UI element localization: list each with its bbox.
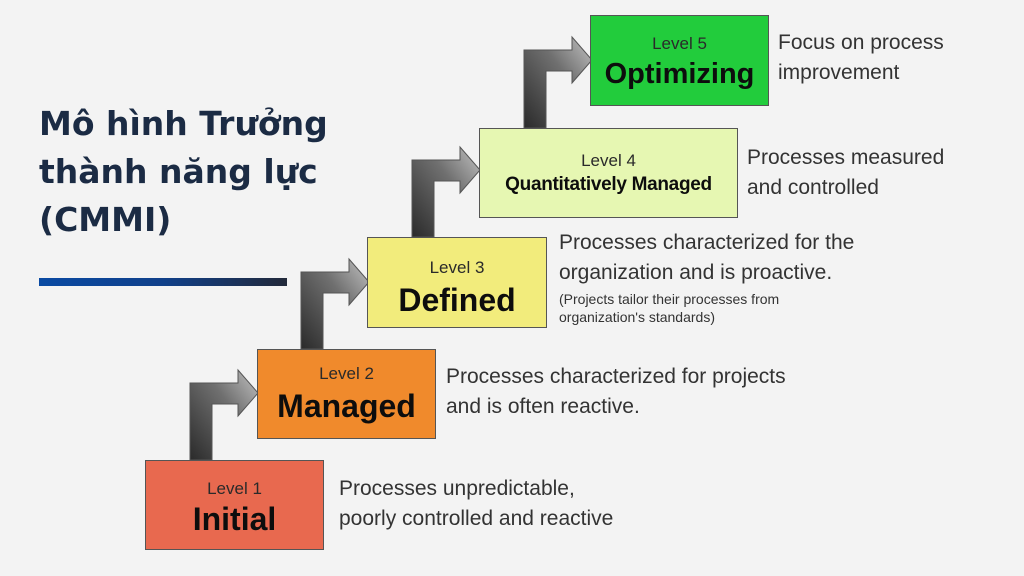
level-5-label: Level 5 (652, 34, 707, 53)
level-4-box: Level 4 Quantitatively Managed (479, 128, 738, 218)
level-3-note-line-2: organization's standards) (559, 309, 715, 325)
title-line-1: Mô hình Trưởng (39, 104, 328, 143)
level-2-label: Level 2 (319, 364, 374, 383)
level-3-label: Level 3 (429, 258, 485, 277)
level-1-box: Level 1 Initial (145, 460, 324, 550)
arrow-icon-level2-to-level3 (300, 257, 370, 350)
level-3-note-line-1: (Projects tailor their processes from (559, 291, 780, 307)
level-3-box: Level 3 Defined (367, 237, 547, 328)
title-underline-divider (39, 278, 287, 286)
level-4-label: Level 4 (581, 151, 636, 170)
level-1-label: Level 1 (207, 479, 262, 498)
level-3-name: Defined (398, 282, 516, 318)
arrow-icon-level3-to-level4 (411, 145, 481, 238)
arrow-icon-level1-to-level2 (189, 368, 259, 461)
level-4-name: Quantitatively Managed (505, 174, 712, 195)
level-2-description: Processes characterized for projects and… (446, 365, 786, 418)
arrow-icon-level4-to-level5 (523, 35, 593, 129)
level-2-name: Managed (277, 388, 416, 424)
level-3-description: Processes characterized for the organiza… (559, 231, 855, 325)
title-line-2: thành năng lực (39, 152, 318, 191)
title-line-3: (CMMI) (39, 200, 172, 239)
level-5-box: Level 5 Optimizing (590, 15, 769, 106)
level-4-description: Processes measured and controlled (747, 146, 945, 199)
level-5-description: Focus on process improvement (778, 31, 944, 84)
level-2-box: Level 2 Managed (257, 349, 436, 439)
level-1-description: Processes unpredictable, poorly controll… (339, 477, 614, 530)
page-title: Mô hình Trưởng thành năng lực (CMMI) (39, 100, 379, 244)
level-5-name: Optimizing (604, 58, 755, 90)
level-1-name: Initial (192, 501, 277, 537)
